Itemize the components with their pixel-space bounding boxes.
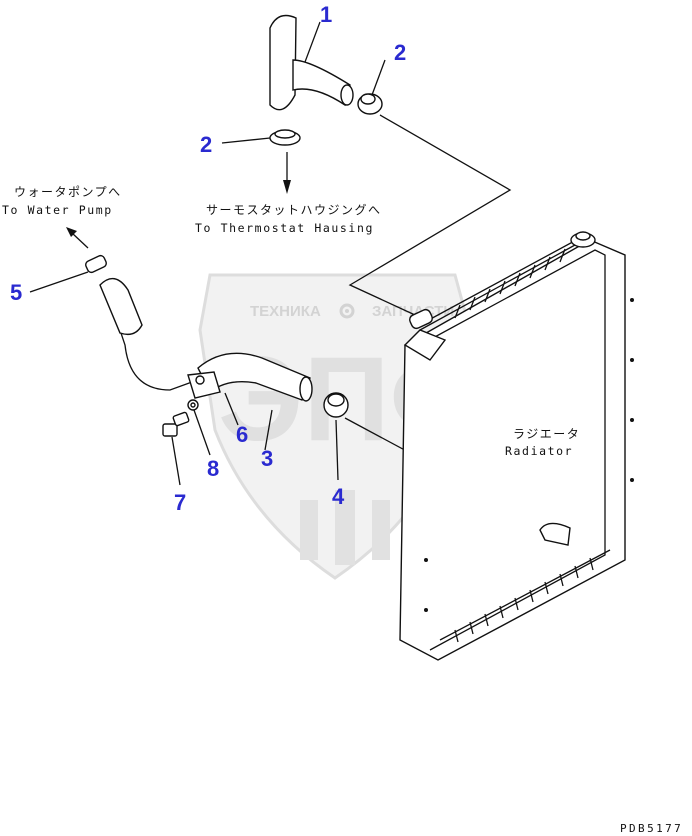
hose-clamp-lower [323,392,349,418]
washer [187,399,199,411]
callout-3: 3 [261,446,273,471]
wheat-icon [300,490,390,565]
callout-7: 7 [174,490,186,515]
bolt [162,411,190,437]
radiator [399,231,634,661]
drawing-code: PDB5177 [620,822,683,835]
callout-1: 1 [320,2,332,27]
callout-5: 5 [10,280,22,305]
watermark-left-word: ТЕХНИКА [250,303,321,320]
label-water-pump-en: To Water Pump [2,203,113,217]
leader-lines [29,21,551,529]
label-water-pump-jp: ウォータポンプへ [14,185,122,199]
pump-hose [85,254,143,336]
hose-clamp-top [357,93,383,115]
radiator-side-studs [424,298,634,612]
mounting-bracket [187,371,221,399]
gear-icon [339,303,355,319]
radiator-fins-bottom [439,549,611,643]
radiator-cap [570,231,596,248]
hose-clamp-middle [269,129,301,146]
callout-2-top: 2 [394,40,406,65]
arrow-up-left-icon [66,227,89,249]
label-thermostat-en: To Thermostat Hausing [195,221,374,235]
arrow-down-icon [283,180,291,194]
callout-2-middle: 2 [200,132,212,157]
watermark-right-word: ЗАПЧАСТИ [372,303,454,320]
callout-8: 8 [207,456,219,481]
upper-hose [269,14,354,111]
label-thermostat-jp: サーモスタットハウジングへ [206,203,382,217]
lower-elbow-hose [197,352,313,402]
callout-4: 4 [332,484,345,509]
label-radiator-en: Radiator [505,444,573,458]
radiator-fins-top [419,237,581,331]
label-radiator-jp: ラジエータ [513,427,580,441]
callout-6: 6 [236,422,248,447]
